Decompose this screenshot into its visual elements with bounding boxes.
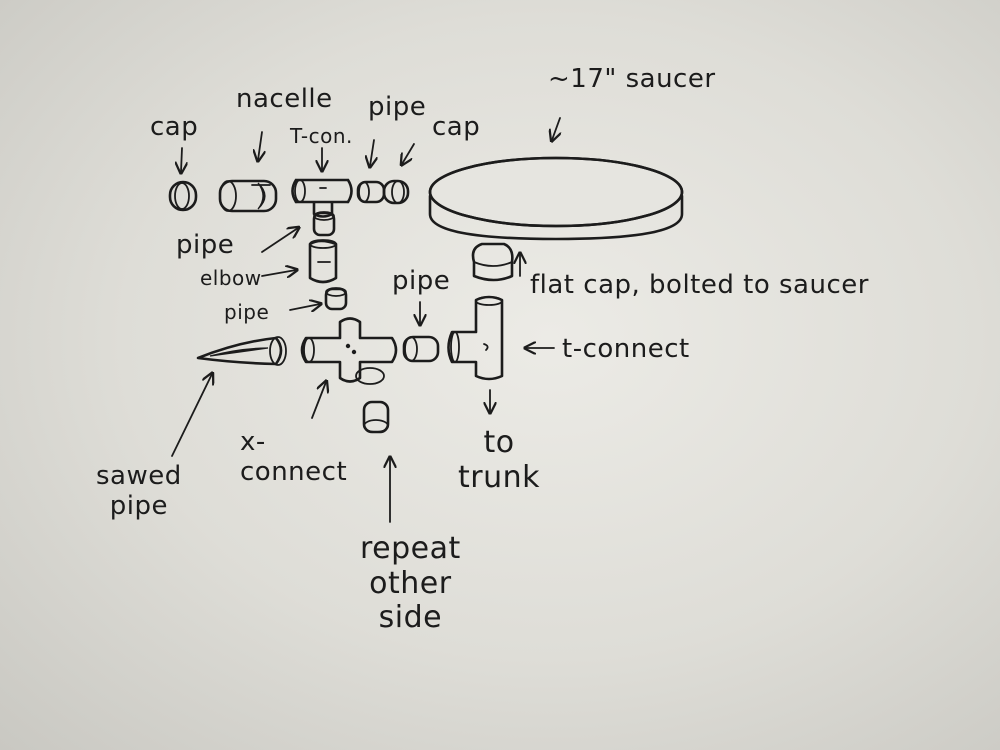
label-x-connect: x- connect (240, 427, 348, 487)
pipe-top-part (356, 180, 386, 204)
label-cap-right: cap (432, 112, 481, 142)
arrow-elbow (261, 270, 296, 276)
sawed-pipe-part (196, 336, 287, 366)
saucer-disc-part (428, 156, 684, 241)
pipe-upper-part (312, 211, 336, 237)
t-connector-top-part (291, 178, 353, 218)
cap-left-part (168, 180, 198, 212)
arrow-cap-left (181, 147, 182, 172)
arrow-x-connect (311, 382, 326, 419)
t-connector-right-part (447, 295, 504, 381)
arrow-nacelle (258, 131, 262, 160)
label-repeat-other-side: repeat other side (360, 531, 461, 635)
label-t-connect: t-connect (562, 334, 690, 364)
label-elbow: elbow (200, 266, 262, 290)
arrow-sawed-pipe (171, 374, 212, 457)
flat-cap-part (471, 242, 514, 282)
cap-right-part (382, 179, 410, 205)
label-flat-cap: flat cap, bolted to saucer (530, 270, 869, 300)
label-t-con: T-con. (290, 124, 353, 148)
arrow-pipe-mid (289, 304, 320, 310)
pipe-right-part (402, 335, 440, 363)
label-nacelle: nacelle (236, 84, 333, 114)
label-cap-left: cap (150, 112, 199, 142)
label-pipe-mid: pipe (224, 300, 270, 324)
label-to-trunk: to trunk (458, 425, 540, 495)
label-saucer: ~17" saucer (548, 64, 716, 94)
label-pipe-top: pipe (368, 92, 427, 122)
x-connector-part (300, 317, 398, 385)
label-sawed-pipe: sawed pipe (96, 461, 182, 521)
elbow-part (308, 239, 338, 284)
arrow-pipe-upper (261, 228, 298, 253)
pipe-mid-part (324, 287, 348, 311)
arrow-pipe-top (370, 139, 374, 166)
arrow-saucer (552, 117, 560, 140)
label-pipe-right: pipe (392, 266, 451, 296)
nacelle-pipe-part (218, 179, 278, 213)
pipe-lower-part (362, 400, 390, 434)
label-pipe-upper: pipe (176, 230, 235, 260)
arrow-cap-right (402, 143, 415, 164)
